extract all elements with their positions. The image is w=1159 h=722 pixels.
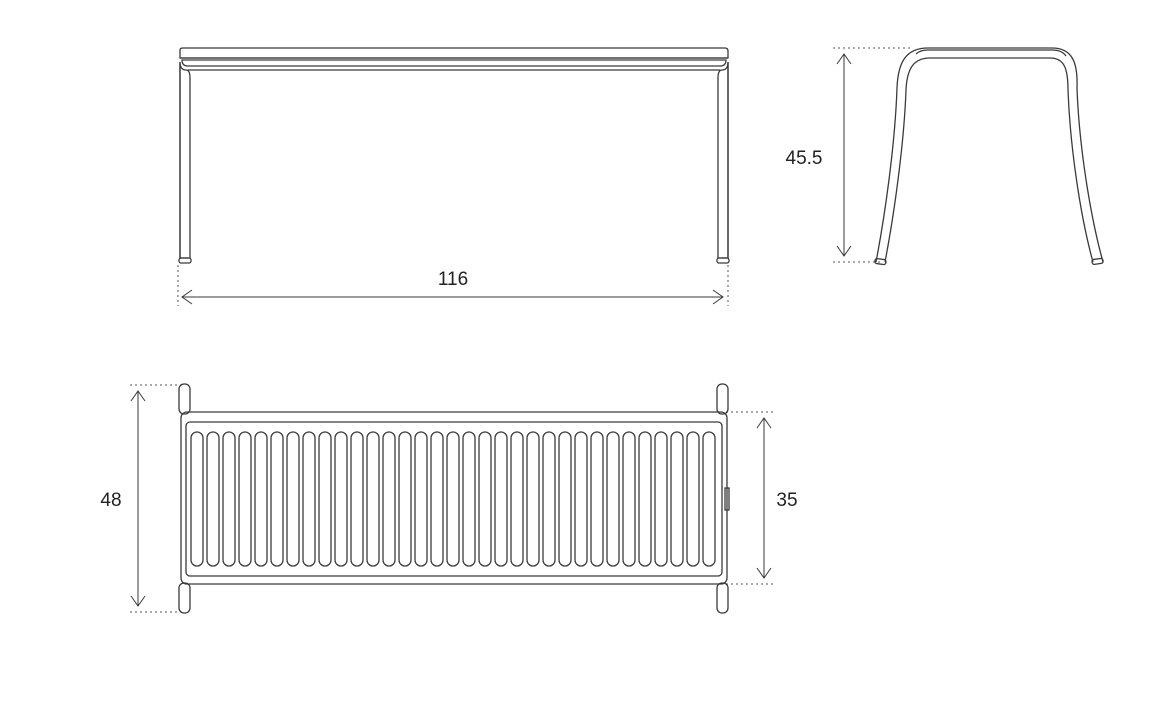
seat-depth-label: 35	[776, 490, 797, 511]
top-slats	[190, 431, 716, 567]
top-slat	[398, 431, 412, 567]
top-slat	[302, 431, 316, 567]
depth-arrow-bottom	[130, 595, 146, 607]
width-label: 116	[438, 269, 468, 290]
top-slat	[286, 431, 300, 567]
side-frame-outer	[875, 47, 1104, 263]
front-right-leg	[717, 61, 729, 259]
top-slat	[270, 431, 284, 567]
top-slat	[654, 431, 668, 567]
top-leg-left-rear	[178, 383, 191, 415]
top-slat	[318, 431, 332, 567]
front-right-foot	[716, 257, 730, 264]
top-slat	[686, 431, 700, 567]
top-slat	[526, 431, 540, 567]
top-side-bracket	[724, 487, 730, 511]
top-slat	[606, 431, 620, 567]
front-apron	[181, 59, 727, 67]
top-slat	[638, 431, 652, 567]
depth-arrow-top	[130, 390, 146, 402]
top-slat	[590, 431, 604, 567]
top-slat	[222, 431, 236, 567]
top-slat	[238, 431, 252, 567]
top-slat	[382, 431, 396, 567]
top-slat	[334, 431, 348, 567]
top-slat	[430, 431, 444, 567]
top-slat	[622, 431, 636, 567]
front-seat-top	[179, 47, 729, 59]
top-slat	[670, 431, 684, 567]
top-slat	[206, 431, 220, 567]
front-view: 116	[177, 47, 730, 306]
top-slat	[574, 431, 588, 567]
top-seat-frame	[180, 411, 728, 585]
side-left-foot	[874, 257, 887, 266]
height-label: 45.5	[786, 148, 823, 169]
top-slat	[350, 431, 364, 567]
top-view: 48 35	[100, 383, 798, 614]
top-slat	[478, 431, 492, 567]
top-slat	[446, 431, 460, 567]
depth-label: 48	[100, 490, 121, 511]
top-leg-right-front	[716, 582, 729, 614]
height-arrow-bottom	[836, 245, 852, 257]
seat-depth-arrow-top	[756, 417, 772, 429]
top-slat	[462, 431, 476, 567]
top-leg-right-rear	[716, 383, 729, 415]
top-seat-inner	[185, 421, 723, 577]
top-slat	[558, 431, 572, 567]
top-slat	[494, 431, 508, 567]
width-arrow-right	[712, 289, 724, 305]
top-slat	[366, 431, 380, 567]
top-slat	[702, 431, 716, 567]
height-arrow-top	[836, 53, 852, 65]
width-arrow-left	[181, 289, 193, 305]
top-slat	[542, 431, 556, 567]
seat-depth-arrow-bottom	[756, 567, 772, 579]
side-frame-inner	[884, 57, 1094, 263]
top-slat	[414, 431, 428, 567]
front-left-foot	[178, 257, 192, 264]
top-slat	[254, 431, 268, 567]
top-leg-left-front	[178, 582, 191, 614]
top-slat	[190, 431, 204, 567]
top-slat	[510, 431, 524, 567]
side-seat-top	[915, 49, 1067, 57]
side-right-foot	[1091, 257, 1104, 266]
front-left-leg	[179, 61, 191, 259]
side-view: 45.5	[786, 47, 1104, 266]
